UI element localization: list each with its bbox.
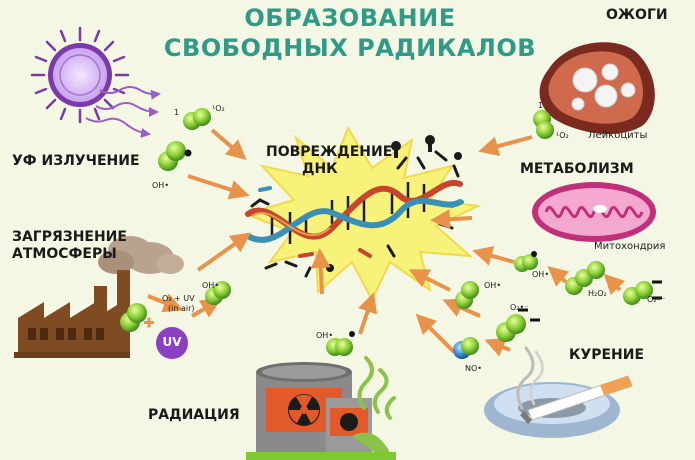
uv-radiation-label: УФ ИЗЛУЧЕНИЕ xyxy=(12,153,140,169)
hydrogen-peroxide-label: H₂O₂ xyxy=(588,289,607,298)
plus-icon xyxy=(144,317,154,328)
in-air-label: (in air) xyxy=(168,304,195,313)
singlet-number-label: 1 xyxy=(538,101,544,110)
air-pollution-label-line2: АТМОСФЕРЫ xyxy=(12,246,117,262)
ashtray-cigarette-icon xyxy=(484,346,633,438)
dna-helix-icon xyxy=(245,179,463,244)
superoxide-label: O₂•⁻ xyxy=(510,303,529,312)
title-line2: СВОБОДНЫХ РАДИКАЛОВ xyxy=(163,34,537,62)
hydroxyl-label: OH• xyxy=(202,281,220,290)
smoking-label: КУРЕНИЕ xyxy=(569,347,645,363)
ozone-uv-label: O₃ + UV xyxy=(162,294,195,303)
uv-ray-icon xyxy=(85,86,161,138)
metabolism-label: МЕТАБОЛИЗМ xyxy=(520,161,634,177)
molecule-icon xyxy=(120,108,653,359)
dna-damage-label-line2: ДНК xyxy=(302,161,338,177)
dna-damage-label-line1: ПОВРЕЖДЕНИЕ xyxy=(266,144,393,160)
hydroxyl-label: OH• xyxy=(316,331,334,340)
radical-dash-icon xyxy=(518,280,662,322)
title-line1: ОБРАЗОВАНИЕ xyxy=(244,4,456,32)
singlet-oxygen-label: ¹O₂ xyxy=(212,104,225,113)
skin-burn-icon xyxy=(539,42,655,134)
uv-sun-icon xyxy=(30,26,130,124)
hydroxyl-label: OH• xyxy=(532,270,550,279)
air-pollution-label-line1: ЗАГРЯЗНЕНИЕ xyxy=(12,229,127,245)
hydroxyl-label: OH• xyxy=(484,281,502,290)
nitric-oxide-label: NO• xyxy=(465,364,482,373)
mitochondria-caption: Митохондрия xyxy=(594,241,666,252)
radiation-barrel-icon xyxy=(246,356,396,460)
singlet-oxygen-label: ¹O₂ xyxy=(556,131,569,140)
radical-dot-icon xyxy=(184,149,537,337)
radiation-label: РАДИАЦИЯ xyxy=(148,407,240,423)
burns-label: ОЖОГИ xyxy=(606,7,668,23)
singlet-number-label: 1 xyxy=(174,108,180,117)
factory-icon xyxy=(14,236,184,358)
superoxide-label: O₂•⁻ xyxy=(647,295,666,304)
arrow xyxy=(147,128,625,357)
mitochondria-icon xyxy=(532,182,656,242)
hydroxyl-label: OH• xyxy=(152,181,170,190)
uv-badge-icon xyxy=(156,327,188,359)
uv-badge-label: UV xyxy=(162,335,182,349)
leukocytes-caption: Лейкоциты xyxy=(588,130,648,141)
